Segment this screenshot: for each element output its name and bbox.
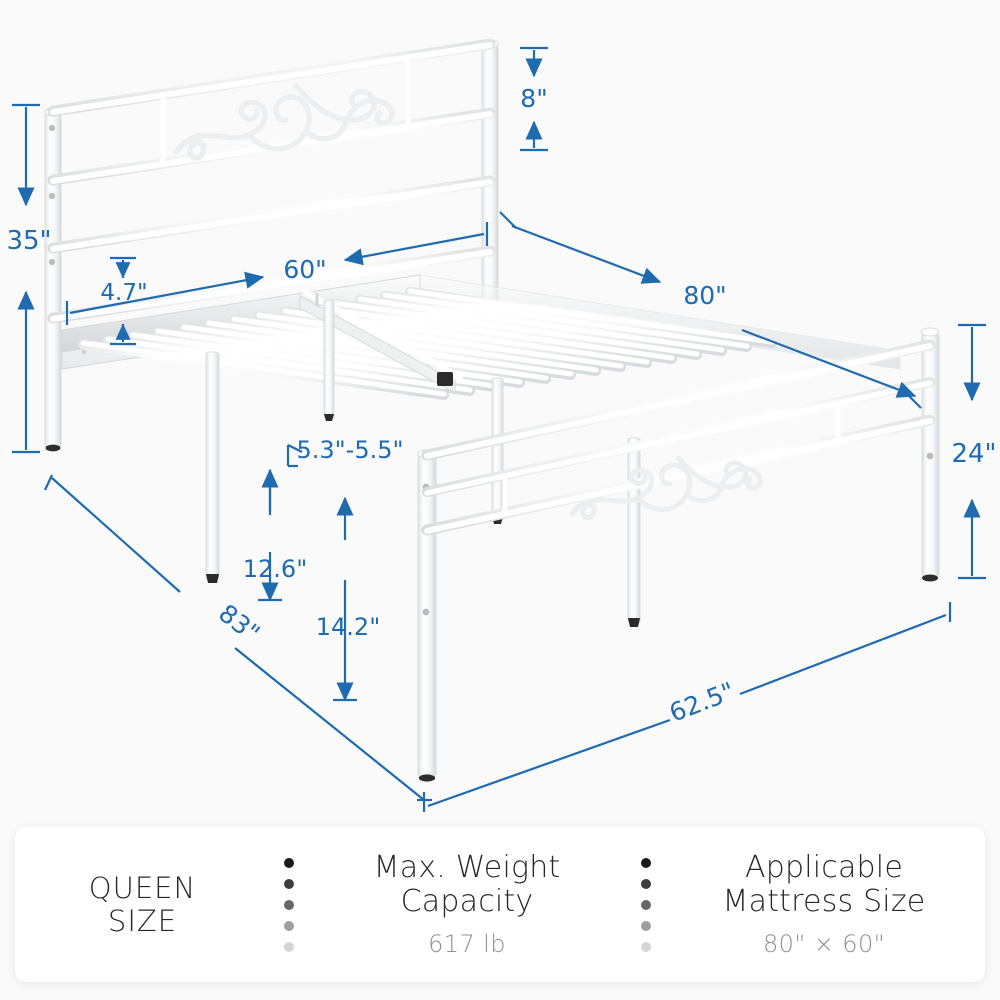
headboard-scrollwork (173, 83, 395, 161)
spec-mattress-value: 80" × 60" (762, 929, 886, 958)
dim-deck-height (333, 496, 357, 702)
dim-label-80: 80" (683, 281, 726, 310)
separator-dot (283, 857, 294, 868)
separator-dot (283, 941, 294, 952)
dim-under-bed-clearance (258, 468, 282, 602)
dim-footboard-height (958, 323, 986, 580)
dim-label-24: 24" (951, 439, 996, 469)
dim-label-14p2: 14.2" (316, 613, 380, 641)
dim-label-12p6: 12.6" (243, 555, 307, 583)
center-support-leg-1 (323, 299, 335, 421)
separator-dot (640, 857, 651, 868)
spec-size: QUEEN SIZE (15, 870, 270, 938)
footboard-post-near (417, 449, 437, 782)
headboard-dividers (158, 52, 413, 168)
footboard-rails (421, 339, 936, 536)
dim-inner-length (499, 211, 922, 409)
dim-overall-width (422, 602, 952, 812)
dim-label-83: 83" (213, 599, 265, 649)
footboard-dividers (500, 398, 843, 519)
spec-weight-title: Max. Weight Capacity (373, 850, 561, 919)
footboard-scrollwork (569, 455, 763, 520)
separator-dot (640, 920, 651, 931)
separator-dot (283, 899, 294, 910)
dim-label-35: 35" (6, 226, 51, 256)
dim-label-60: 60" (283, 255, 326, 284)
headboard (44, 38, 499, 452)
dim-inner-width (65, 222, 489, 325)
dim-label-62p5: 62.5" (665, 676, 738, 727)
separator-dot (640, 878, 651, 889)
separator-dot (640, 899, 651, 910)
dim-headboard-top-panel (520, 46, 548, 152)
spec-weight-value: 617 lb (428, 929, 506, 958)
spec-mattress-title: Applicable Mattress Size (722, 850, 926, 919)
dimension-annotations (12, 46, 986, 812)
bed-frame-graphic (44, 38, 940, 782)
dot-separator-2 (627, 846, 664, 964)
dim-slat-spacing (286, 444, 303, 468)
dim-deck-rail-height (110, 256, 136, 346)
spec-info-panel: QUEEN SIZE Max. Weight Capacity 617 lb A… (15, 827, 985, 982)
spec-weight-capacity: Max. Weight Capacity 617 lb (307, 851, 627, 958)
separator-dot (283, 920, 294, 931)
spec-size-title: QUEEN SIZE (88, 870, 197, 938)
dot-separator-1 (270, 846, 307, 964)
separator-dot (640, 941, 651, 952)
dim-label-4p7: 4.7" (100, 280, 147, 306)
dim-label-8: 8" (520, 84, 547, 113)
corner-leg-front-left (205, 351, 220, 583)
footboard (417, 327, 940, 782)
center-leg-rear (627, 437, 641, 627)
footboard-post-far (920, 327, 940, 582)
dim-headboard-height (12, 103, 40, 454)
dimension-labels: 8" 35" 4.7" 60" 80" 24" 5.3"-5.5" 12.6" … (6, 84, 996, 728)
separator-dot (283, 878, 294, 889)
spec-mattress-size: Applicable Mattress Size 80" × 60" (664, 851, 984, 958)
slats (78, 287, 777, 400)
headboard-post-left (44, 107, 62, 452)
dim-label-slat-gap: 5.3"-5.5" (296, 436, 403, 464)
